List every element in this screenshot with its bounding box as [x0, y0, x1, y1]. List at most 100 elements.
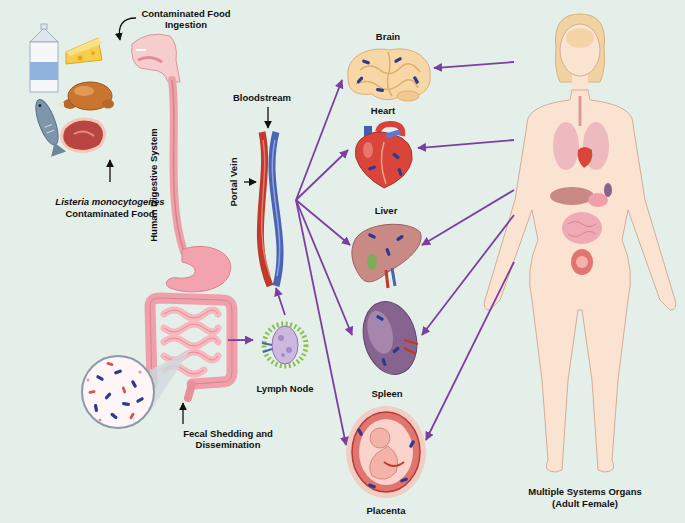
infection-route-arrow — [426, 262, 514, 440]
fish-part — [45, 125, 55, 133]
heart-organ-part — [381, 142, 386, 184]
digestive-system-node: Human Digestive System — [120, 28, 228, 400]
infection-route-arrow — [296, 150, 348, 200]
adult-female-figure-part — [568, 222, 596, 237]
roast-chicken-part — [74, 86, 94, 96]
magnified-bacteria-part — [110, 412, 118, 420]
placenta-organ-part — [346, 406, 426, 498]
milk-carton-part — [30, 28, 58, 42]
portal-vein-label: Portal Vein — [228, 157, 239, 206]
magnified-bacteria-part — [96, 375, 105, 382]
milk-carton-part — [30, 62, 58, 80]
lymph-node-part — [278, 335, 284, 341]
infection-route-arrow — [296, 200, 346, 445]
liver-organ — [352, 224, 421, 288]
magnified-bacteria-part — [122, 402, 130, 407]
lymph-node-part — [262, 343, 272, 352]
portal-vein-pointer — [244, 181, 256, 182]
adult-female-figure-part — [578, 147, 593, 168]
adult-female-figure-part — [484, 90, 676, 472]
placenta-organ-part — [359, 419, 413, 485]
brain-organ — [348, 49, 430, 101]
infection-route-arrow — [296, 80, 342, 200]
placenta-label: Placenta — [366, 505, 405, 516]
magnified-bacteria — [82, 350, 190, 428]
head-oral-cavity-part — [136, 49, 146, 51]
milk-carton-part — [41, 24, 47, 29]
milk-carton-part — [30, 42, 58, 92]
brain-organ-part — [413, 76, 420, 85]
placenta-organ-part — [384, 462, 404, 466]
heart-organ-part — [392, 152, 400, 160]
magnified-bacteria-part — [131, 380, 138, 389]
adult-female-figure-part — [571, 249, 593, 275]
brain-organ-part — [394, 57, 403, 64]
magnified-bacteria-part — [114, 369, 123, 375]
adult-female-figure-part — [553, 122, 579, 170]
infection-route-arrow — [228, 339, 253, 341]
heart-organ-part — [356, 132, 413, 188]
roast-chicken — [58, 82, 114, 110]
brain-organ-part — [362, 59, 371, 65]
adult-female-figure-part — [562, 212, 602, 244]
lymph-node-node: Lymph Node — [253, 315, 317, 395]
liver-organ-part — [386, 270, 388, 288]
cheese — [66, 38, 102, 64]
infection-route-arrow — [434, 62, 514, 68]
adult-female-figure-part — [588, 193, 608, 207]
portal-vein-vessels-part — [262, 140, 270, 276]
head-oral-cavity-part — [138, 57, 162, 62]
lymph-node-part — [281, 353, 285, 357]
magnified-bacteria-part — [99, 419, 102, 422]
brain-label: Brain — [376, 31, 400, 42]
heart-organ-part — [386, 132, 400, 136]
adult-female-figure-part — [556, 14, 605, 82]
ingestion-label: Contaminated Food Ingestion — [138, 8, 234, 31]
head-oral-cavity — [132, 34, 180, 82]
portal-vein-vessels-part — [272, 132, 280, 286]
spleen-node: Spleen — [352, 296, 422, 400]
infection-route-arrow — [422, 215, 514, 335]
magnified-bacteria-part — [150, 350, 190, 412]
heart-organ — [356, 124, 413, 188]
ingestion-arrow — [119, 18, 136, 40]
heart-node: Heart — [348, 104, 418, 190]
portal-vein-vessels — [260, 132, 280, 286]
raw-meat-part — [74, 131, 94, 136]
magnified-bacteria-part — [87, 379, 90, 382]
brain-organ-part — [376, 88, 384, 93]
adult-female-figure — [484, 14, 676, 472]
adult-female-figure-part — [550, 187, 594, 205]
brain-node: Brain — [342, 30, 434, 105]
stomach — [166, 246, 230, 291]
stomach-part — [166, 246, 230, 291]
placenta-organ-part — [409, 440, 416, 449]
cheese-part — [66, 38, 102, 64]
spleen-organ-part — [376, 315, 385, 322]
adult-female-figure-part — [560, 24, 600, 76]
infection-route-arrow — [296, 200, 352, 335]
adult-female-figure-part — [566, 28, 594, 48]
esophagus-part — [172, 80, 184, 252]
raw-meat — [62, 119, 105, 151]
liver-organ-part — [392, 268, 395, 286]
magnified-bacteria-part — [129, 412, 135, 419]
esophagus-part — [172, 80, 184, 252]
magnified-bacteria-part — [136, 397, 145, 404]
portal-vein-node: Portal Vein — [228, 130, 296, 288]
heart-label: Heart — [371, 105, 395, 116]
lymph-node-part — [286, 347, 292, 353]
magnified-bacteria-part — [139, 371, 142, 374]
magnified-bacteria-part — [104, 392, 112, 400]
magnified-bacteria-part — [106, 362, 113, 367]
spleen-organ-part — [381, 358, 387, 367]
brain-organ-part — [356, 52, 420, 96]
placenta-organ-part — [352, 412, 420, 492]
cheese-part — [66, 38, 102, 56]
magnified-bacteria-part — [121, 386, 126, 394]
lymph-node-part — [272, 326, 298, 364]
